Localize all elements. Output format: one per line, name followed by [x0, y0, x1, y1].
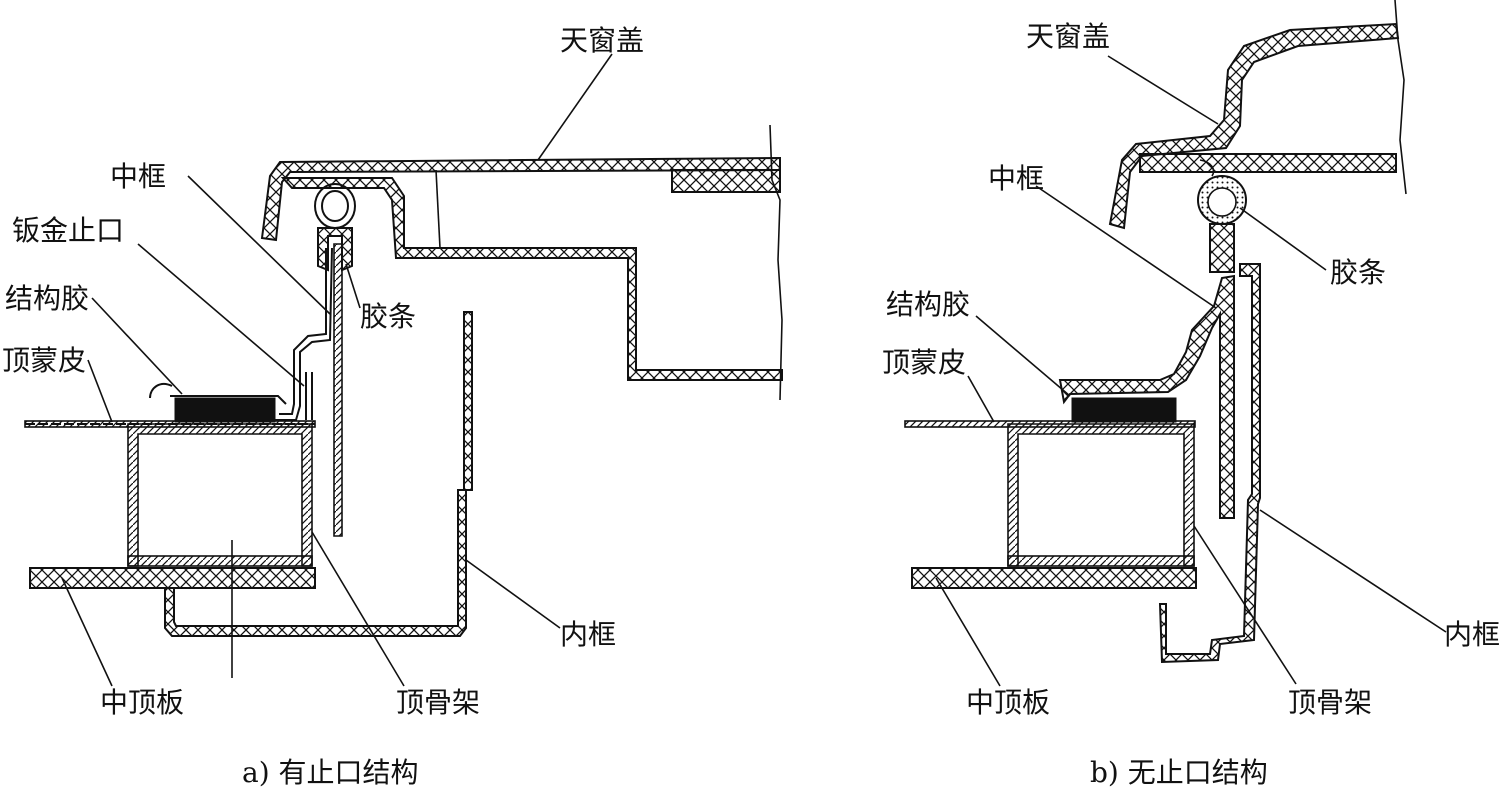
middle-roof-panel-b	[911, 567, 1197, 589]
label-rubber-strip-a: 胶条	[360, 300, 416, 333]
rubber-strip-b	[1197, 175, 1247, 273]
structural-adhesive-a	[174, 397, 276, 423]
label-middle-frame-b: 中框	[988, 162, 1044, 195]
label-inner-frame-a: 内框	[560, 618, 616, 651]
diagram-b: 天窗盖 中框 胶条 结构胶 顶蒙皮 内框 中顶板 顶骨架 b) 无止口结构	[882, 0, 1500, 789]
label-roof-frame-a: 顶骨架	[396, 686, 480, 719]
label-middle-roof-panel-a: 中顶板	[100, 686, 184, 719]
label-structural-adhesive-b: 结构胶	[886, 288, 970, 321]
label-middle-roof-panel-b: 中顶板	[966, 686, 1050, 719]
label-roof-skin-a: 顶蒙皮	[2, 344, 86, 377]
caption-a: a) 有止口结构	[242, 756, 419, 789]
inner-frame-a	[164, 311, 473, 637]
label-middle-frame-a: 中框	[110, 160, 166, 193]
middle-frame-a	[275, 247, 333, 421]
structural-adhesive-b	[1071, 397, 1177, 423]
roof-frame-a	[127, 423, 313, 567]
label-structural-adhesive-a: 结构胶	[5, 282, 89, 315]
label-sunroof-cover-a: 天窗盖	[560, 24, 644, 57]
label-sheet-metal-stop-a: 钣金止口	[12, 214, 124, 247]
label-inner-frame-b: 内框	[1444, 618, 1500, 651]
diagram-a: 天窗盖 中框 钣金止口 结构胶 顶蒙皮 胶条 内框 中顶板 顶骨架 a) 有止口…	[2, 24, 783, 789]
sunroof-cover-b	[1108, 22, 1400, 230]
sheet-metal-stop-a	[305, 372, 313, 420]
label-sunroof-cover-b: 天窗盖	[1026, 20, 1110, 53]
caption-b: b) 无止口结构	[1090, 756, 1268, 789]
inner-frame-b	[1158, 263, 1261, 664]
roof-frame-b	[1007, 423, 1195, 567]
middle-frame-b	[1058, 274, 1235, 519]
label-roof-frame-b: 顶骨架	[1288, 686, 1372, 719]
middle-roof-panel-a	[29, 567, 316, 589]
label-roof-skin-b: 顶蒙皮	[882, 346, 966, 379]
label-rubber-strip-b: 胶条	[1330, 256, 1386, 289]
